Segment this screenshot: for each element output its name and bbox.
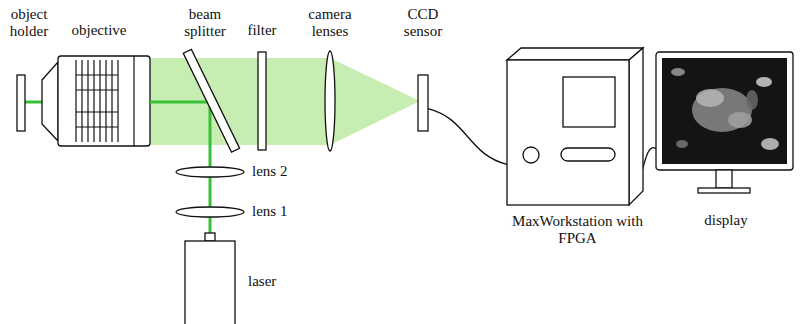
device-label: MaxWorkstation with FPGA — [508, 213, 648, 247]
monitor — [656, 52, 793, 193]
object-holder-plate — [17, 75, 25, 131]
beam-splitter-plate — [183, 49, 239, 152]
device-label: display — [676, 212, 776, 229]
cable — [428, 109, 507, 165]
objective-nose — [42, 62, 58, 141]
part-label: objective — [57, 22, 141, 39]
device-node: CCD sensor — [393, 6, 453, 134]
device-label: CCD sensor — [393, 6, 453, 40]
lens-1 — [176, 207, 244, 217]
part-label: camera lenses — [295, 6, 365, 40]
lens-2 — [176, 167, 244, 177]
device-node: MaxWorkstation with FPGA — [495, 45, 660, 260]
device-node: display — [652, 48, 800, 248]
device-drawing — [652, 48, 800, 208]
light-beam — [150, 58, 420, 145]
laser-ray — [25, 101, 43, 104]
filter-plate — [258, 52, 266, 150]
objective-body — [58, 56, 150, 146]
part-label: filter — [232, 22, 292, 39]
part-label: laser — [248, 273, 318, 290]
part-label: lens 2 — [252, 163, 322, 180]
laser-body — [185, 241, 235, 324]
part-label: lens 1 — [252, 203, 322, 220]
laser-ray — [150, 101, 210, 104]
objective-knurl — [76, 56, 134, 146]
workstation-case — [507, 48, 643, 205]
part-label: object holder — [3, 6, 55, 40]
laser-aperture — [205, 233, 215, 241]
part-label: beam splitter — [174, 6, 236, 40]
device-drawing — [495, 45, 660, 210]
camera-lens — [325, 51, 335, 151]
ccd-plate — [418, 75, 428, 131]
